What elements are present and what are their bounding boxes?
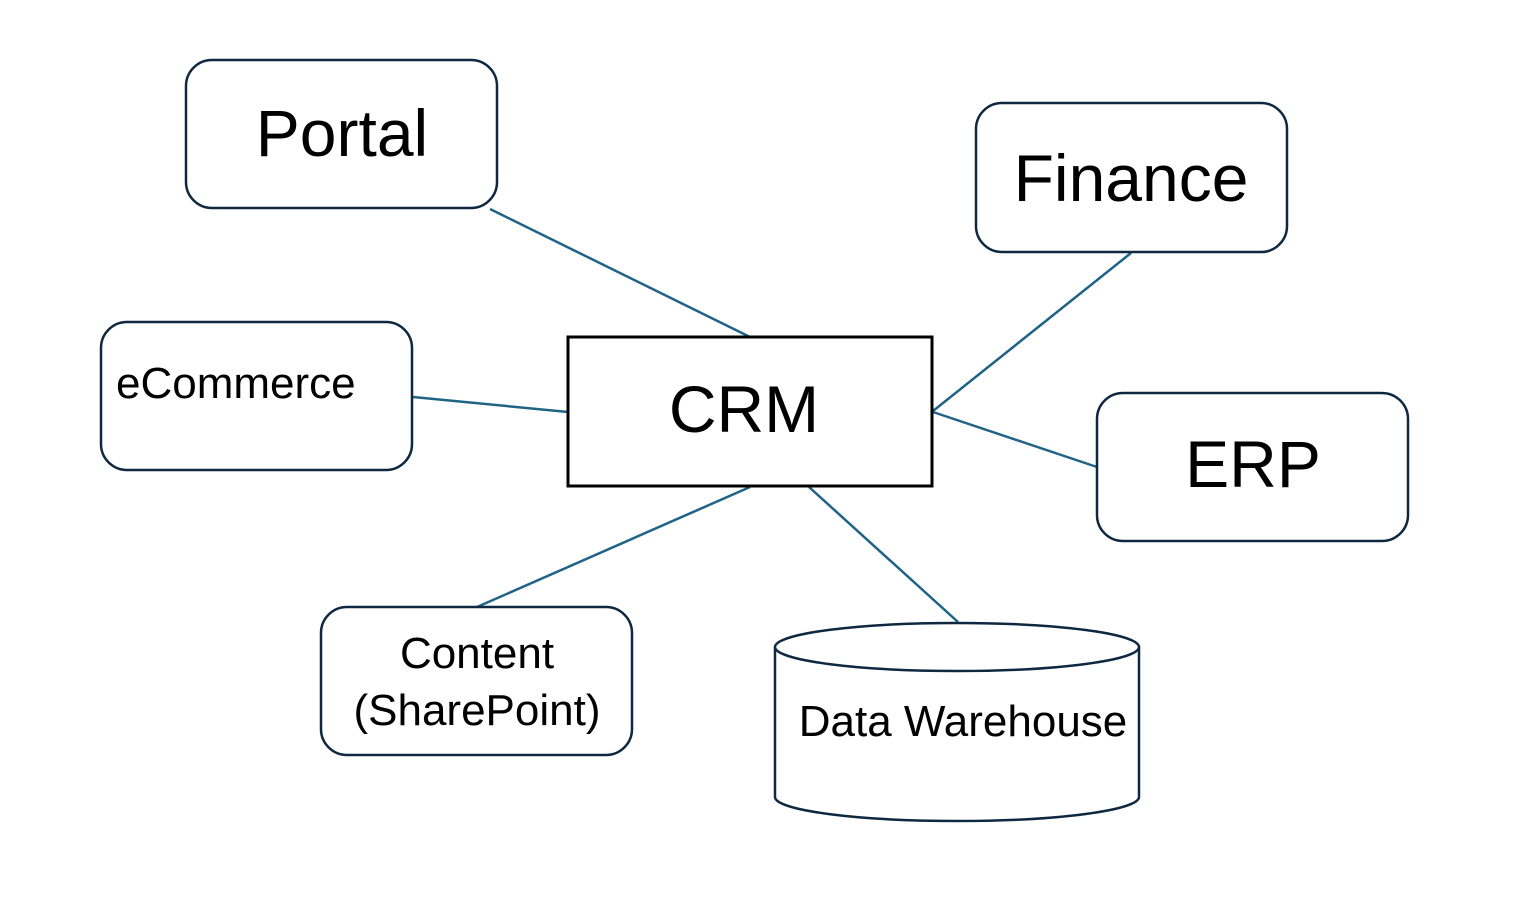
- node-data-warehouse[interactable]: Data Warehouse: [773, 621, 1141, 823]
- node-data-warehouse-label: Data Warehouse: [799, 697, 1128, 746]
- node-ecommerce[interactable]: eCommerce: [99, 320, 414, 472]
- node-crm-label: CRM: [669, 372, 819, 446]
- node-erp-label: ERP: [1185, 427, 1321, 501]
- edge-crm-portal: [489, 207, 751, 339]
- node-content-label-line1: Content: [400, 629, 554, 678]
- edge-crm-ecommerce: [412, 395, 569, 414]
- node-erp[interactable]: ERP: [1095, 391, 1410, 543]
- node-portal[interactable]: Portal: [184, 58, 499, 210]
- node-content-label-line2: (SharePoint): [353, 686, 600, 735]
- edge-crm-content: [476, 485, 751, 609]
- edges: [412, 207, 1132, 623]
- cylinder-body: [773, 647, 1141, 823]
- node-finance-label: Finance: [1014, 141, 1249, 215]
- edge-crm-erp: [932, 410, 1098, 469]
- node-ecommerce-label: eCommerce: [116, 359, 356, 408]
- edge-crm-finance: [932, 252, 1132, 412]
- node-portal-label: Portal: [256, 96, 428, 170]
- node-content[interactable]: Content (SharePoint): [319, 605, 634, 757]
- node-finance[interactable]: Finance: [974, 101, 1289, 254]
- edge-crm-data-warehouse: [808, 486, 959, 623]
- cylinder-top: [773, 621, 1141, 673]
- node-crm[interactable]: CRM: [566, 335, 934, 488]
